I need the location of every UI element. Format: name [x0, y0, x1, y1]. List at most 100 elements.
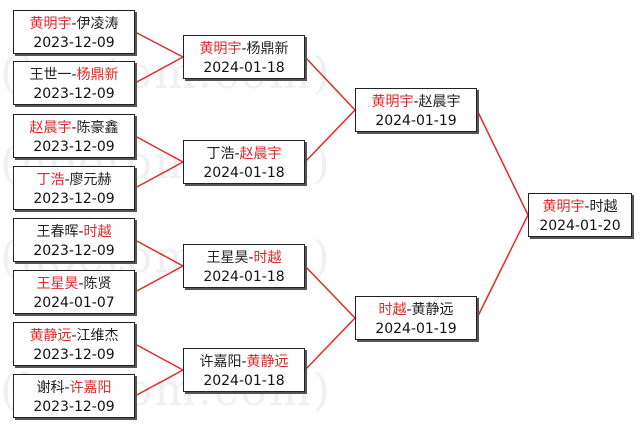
player-name: 黄静远 — [29, 328, 72, 344]
player-name: 黄静远 — [411, 302, 454, 318]
match-date: 2023-12-09 — [33, 243, 115, 259]
player-name: 丁浩 — [36, 172, 65, 188]
separator: - — [413, 94, 419, 110]
match-players: 黄静远-江维杰 — [14, 327, 134, 345]
player-name: 黄明宇 — [371, 94, 414, 110]
match-players: 王春晖-时越 — [14, 223, 134, 241]
match-date: 2024-01-18 — [203, 373, 285, 389]
separator: - — [241, 354, 247, 370]
player-name: 黄明宇 — [542, 199, 585, 215]
separator: - — [71, 120, 77, 136]
match-box: 王世一-杨鼎新 2023-12-09 — [13, 61, 135, 105]
match-players: 黄明宇-杨鼎新 — [184, 40, 304, 58]
player-name: 黄静远 — [246, 354, 289, 370]
separator: - — [78, 224, 84, 240]
player-name: 丁浩 — [206, 146, 235, 162]
match-date: 2023-12-09 — [33, 399, 115, 415]
separator: - — [71, 16, 77, 32]
match-box: 时越-黄静远 2024-01-19 — [355, 296, 477, 340]
bracket-connector — [304, 56, 356, 111]
player-name: 黄明宇 — [29, 16, 72, 32]
bracket-connector — [304, 317, 356, 371]
match-players: 丁浩-赵晨宇 — [184, 145, 304, 163]
match-players: 时越-黄静远 — [356, 301, 476, 319]
separator: - — [71, 67, 77, 83]
player-name: 杨鼎新 — [246, 41, 289, 57]
bracket-connector — [134, 239, 184, 267]
match-players: 王星昊-时越 — [184, 249, 304, 267]
match-box: 许嘉阳-黄静远 2024-01-18 — [183, 348, 305, 392]
player-name: 时越 — [253, 250, 282, 266]
match-players: 王世一-杨鼎新 — [14, 66, 134, 84]
player-name: 谢科 — [36, 380, 65, 396]
match-players: 黄明宇-赵晨宇 — [356, 93, 476, 111]
match-date: 2024-01-19 — [375, 321, 457, 337]
match-date: 2024-01-18 — [203, 60, 285, 76]
separator: - — [406, 302, 412, 318]
match-box: 赵晨宇-陈豪鑫 2023-12-09 — [13, 114, 135, 158]
player-name: 黄明宇 — [199, 41, 242, 57]
separator: - — [248, 250, 254, 266]
separator: - — [71, 328, 77, 344]
bracket-connector — [476, 214, 529, 319]
separator: - — [64, 172, 70, 188]
player-name: 赵晨宇 — [418, 94, 461, 110]
player-name: 许嘉阳 — [69, 380, 112, 396]
player-name: 廖元赫 — [69, 172, 112, 188]
bracket-connector — [134, 135, 184, 163]
match-players: 谢科-许嘉阳 — [14, 379, 134, 397]
player-name: 时越 — [378, 302, 407, 318]
bracket-connector — [134, 56, 184, 84]
match-players: 赵晨宇-陈豪鑫 — [14, 119, 134, 137]
separator: - — [584, 199, 590, 215]
player-name: 时越 — [83, 224, 112, 240]
separator: - — [234, 146, 240, 162]
match-date: 2024-01-19 — [375, 113, 457, 129]
player-name: 时越 — [589, 199, 618, 215]
player-name: 王星昊 — [36, 276, 79, 292]
match-date: 2023-12-09 — [33, 139, 115, 155]
match-date: 2024-01-18 — [203, 165, 285, 181]
bracket-connector — [304, 109, 356, 163]
bracket-connector — [134, 31, 184, 58]
player-name: 陈贤 — [83, 276, 112, 292]
match-date: 2024-01-07 — [33, 295, 115, 311]
match-players: 王星昊-陈贤 — [14, 275, 134, 293]
bracket-connector — [134, 369, 184, 397]
player-name: 王世一 — [29, 67, 72, 83]
player-name: 许嘉阳 — [199, 354, 242, 370]
player-name: 赵晨宇 — [29, 120, 72, 136]
bracket-connector — [476, 109, 529, 216]
match-box: 黄明宇-时越 2024-01-20 — [528, 193, 632, 237]
match-date: 2023-12-09 — [33, 86, 115, 102]
player-name: 赵晨宇 — [239, 146, 282, 162]
match-box: 谢科-许嘉阳 2023-12-09 — [13, 374, 135, 418]
match-box: 丁浩-赵晨宇 2024-01-18 — [183, 140, 305, 184]
match-date: 2023-12-09 — [33, 347, 115, 363]
separator: - — [64, 380, 70, 396]
match-box: 王星昊-陈贤 2024-01-07 — [13, 270, 135, 314]
player-name: 伊凌涛 — [76, 16, 119, 32]
separator: - — [241, 41, 247, 57]
match-box: 黄明宇-赵晨宇 2024-01-19 — [355, 88, 477, 132]
match-box: 黄静远-江维杰 2023-12-09 — [13, 322, 135, 366]
match-players: 许嘉阳-黄静远 — [184, 353, 304, 371]
bracket-connector — [134, 161, 184, 189]
bracket-connector — [304, 265, 356, 319]
match-players: 丁浩-廖元赫 — [14, 171, 134, 189]
player-name: 杨鼎新 — [76, 67, 119, 83]
player-name: 陈豪鑫 — [76, 120, 119, 136]
player-name: 江维杰 — [76, 328, 119, 344]
match-box: 黄明宇-杨鼎新 2024-01-18 — [183, 35, 305, 79]
match-box: 王星昊-时越 2024-01-18 — [183, 244, 305, 288]
match-box: 丁浩-廖元赫 2023-12-09 — [13, 166, 135, 210]
match-date: 2023-12-09 — [33, 191, 115, 207]
match-box: 王春晖-时越 2023-12-09 — [13, 218, 135, 262]
bracket-connector — [134, 343, 184, 371]
match-date: 2024-01-20 — [539, 218, 621, 234]
player-name: 王春晖 — [36, 224, 79, 240]
match-date: 2024-01-18 — [203, 269, 285, 285]
player-name: 王星昊 — [206, 250, 249, 266]
